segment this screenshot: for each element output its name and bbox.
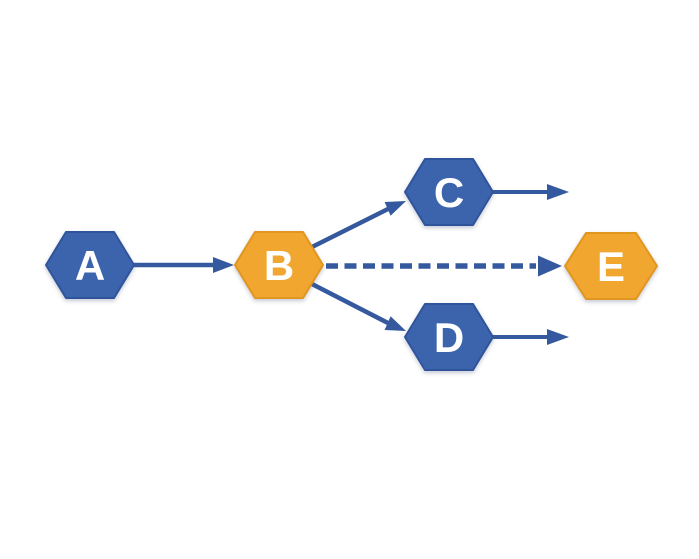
node-E-hexagon (564, 232, 658, 300)
node-E: E (564, 232, 658, 300)
edge-B-E-arrowhead-icon (538, 255, 562, 277)
node-B: B (234, 231, 324, 299)
node-D: D (404, 303, 494, 371)
node-B-label: B (264, 242, 294, 289)
node-C-hexagon (404, 158, 494, 226)
edge-D-out-arrowhead-icon (547, 329, 569, 345)
edge-B-D (308, 280, 406, 331)
node-A-hexagon (45, 231, 135, 299)
edge-C-out (492, 184, 569, 200)
node-D-hexagon (404, 303, 494, 371)
edge-B-D-arrowhead-icon (384, 316, 406, 331)
node-A-label: A (75, 242, 105, 289)
node-A: A (45, 231, 135, 299)
edge-B-C-arrowhead-icon (384, 201, 406, 216)
node-C: C (404, 158, 494, 226)
edge-D-out (492, 329, 569, 345)
edge-A-B-arrowhead-icon (213, 257, 234, 273)
node-E-label: E (597, 243, 625, 290)
node-B-hexagon (234, 231, 324, 299)
edge-B-D-line (308, 280, 390, 326)
edge-B-C-line (308, 206, 390, 251)
edge-C-out-arrowhead-icon (547, 184, 569, 200)
node-D-label: D (434, 314, 464, 361)
node-C-label: C (434, 169, 464, 216)
edge-B-E-dashed (326, 255, 562, 277)
edge-A-B (134, 257, 234, 273)
edge-B-C (308, 201, 406, 251)
